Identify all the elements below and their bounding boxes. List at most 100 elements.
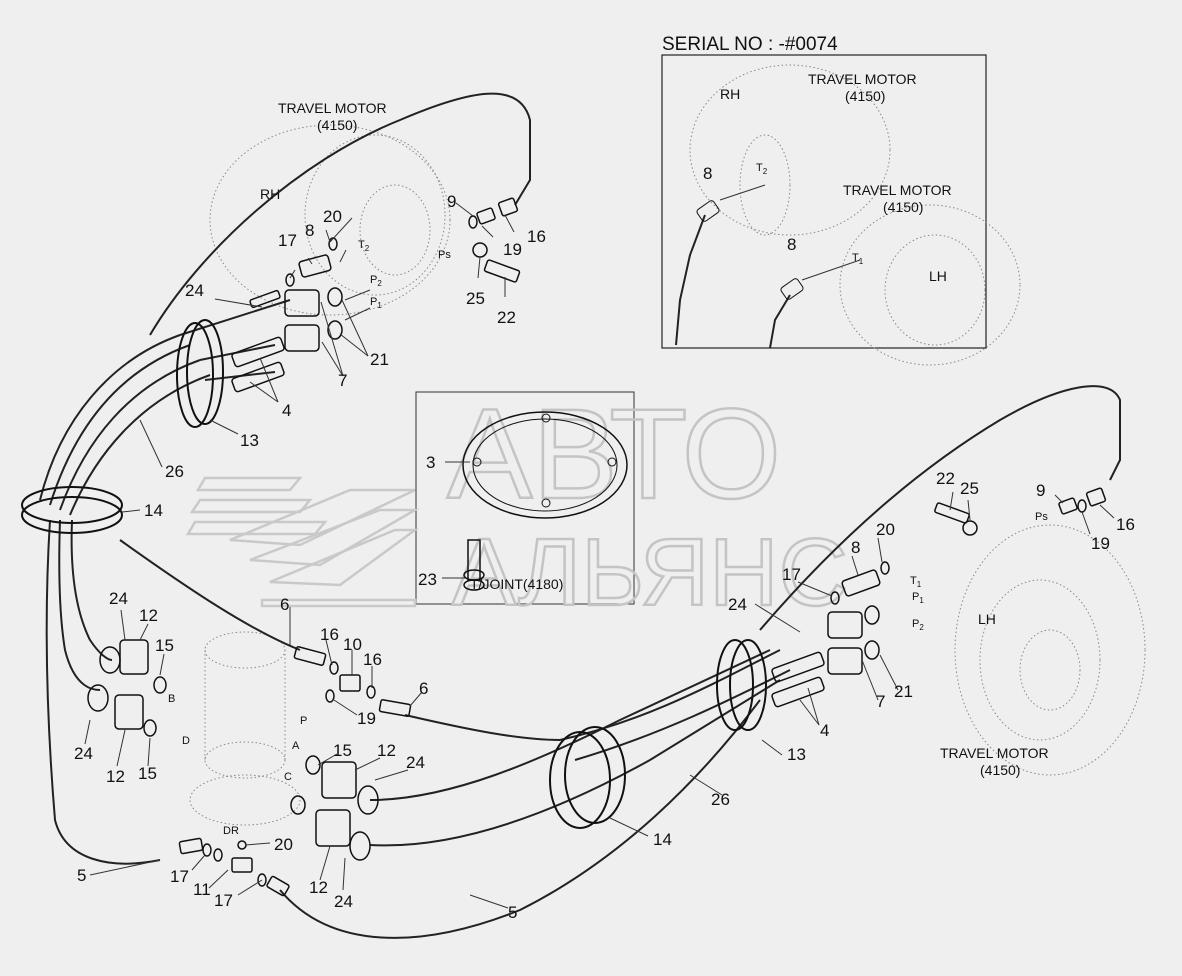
callout-17-bottom-b: 17	[214, 891, 233, 910]
callout-12-bottom: 12	[309, 878, 328, 897]
inset-lh-label: LH	[929, 268, 947, 284]
callout-24-bottom: 24	[334, 892, 353, 911]
inset-travel-motor-1-code: (4150)	[845, 88, 885, 104]
callout-9: 9	[447, 192, 456, 211]
callout-13-right: 13	[787, 745, 806, 764]
callout-21-right: 21	[894, 682, 913, 701]
callout-19-right: 19	[1091, 534, 1110, 553]
callout-20-bottom: 20	[274, 835, 293, 854]
port-b: B	[168, 693, 175, 705]
watermark-logo: АВТО АЛЬЯНС	[185, 382, 849, 627]
callout-4-right: 4	[820, 721, 829, 740]
callout-23: 23	[418, 570, 437, 589]
inset-travel-motor-2-code: (4150)	[883, 199, 923, 215]
travel-motor-main-code: (4150)	[317, 117, 357, 133]
port-a: A	[292, 740, 300, 752]
port-ps-right: Ps	[1035, 511, 1048, 523]
callout-5-right: 5	[508, 903, 517, 922]
callout-6-mid: 6	[419, 679, 428, 698]
callout-20: 20	[323, 207, 342, 226]
callout-10: 10	[343, 635, 362, 654]
port-p: P	[300, 715, 307, 727]
callout-17: 17	[278, 231, 297, 250]
callout-25-right: 25	[960, 479, 979, 498]
travel-motor-rh-outline	[209, 124, 451, 316]
lh-label: LH	[978, 611, 996, 627]
callout-3: 3	[426, 453, 435, 472]
callout-15-left-a: 15	[155, 636, 174, 655]
inset-port-t2: T2	[756, 162, 768, 176]
inset-drawing	[675, 64, 1021, 366]
port-p2: P2	[370, 274, 382, 288]
callout-14: 14	[144, 501, 163, 520]
callout-7-right: 7	[876, 692, 885, 711]
port-dr: DR	[223, 825, 239, 837]
swivel-joint-outline	[189, 631, 301, 826]
callout-24-mid: 24	[406, 753, 425, 772]
rh-label: RH	[260, 186, 280, 202]
callout-20-right: 20	[876, 520, 895, 539]
callout-15-left-b: 15	[138, 764, 157, 783]
callout-12-mid: 12	[377, 741, 396, 760]
callout-8-right: 8	[851, 538, 860, 557]
travel-motor-right-label: TRAVEL MOTOR	[940, 745, 1049, 761]
callout-26: 26	[165, 462, 184, 481]
clamp-bands	[21, 319, 767, 829]
serial-number-label: SERIAL NO : -#0074	[662, 34, 838, 55]
callout-24-left-b: 24	[74, 744, 93, 763]
inset-travel-motor-1-label: TRAVEL MOTOR	[808, 71, 917, 87]
cover-plate-3	[462, 411, 628, 519]
callout-22-right: 22	[936, 469, 955, 488]
fittings	[87, 197, 1107, 897]
callout-12-left-a: 12	[139, 606, 158, 625]
callout-15-mid: 15	[333, 741, 352, 760]
callout-6: 6	[280, 595, 289, 614]
callout-19: 19	[503, 240, 522, 259]
callout-7: 7	[338, 371, 347, 390]
callout-16-right: 16	[1116, 515, 1135, 534]
port-d: D	[182, 735, 190, 747]
callout-13: 13	[240, 431, 259, 450]
callout-25: 25	[466, 289, 485, 308]
callout-21: 21	[370, 350, 389, 369]
t-joint-23	[463, 539, 485, 591]
callout-5: 5	[77, 866, 86, 885]
callout-8-inset-b: 8	[787, 235, 796, 254]
callout-24-right: 24	[728, 595, 747, 614]
travel-motor-right-code: (4150)	[980, 762, 1020, 778]
serial-inset-box	[661, 54, 987, 349]
callout-14-right: 14	[653, 830, 672, 849]
callout-16: 16	[527, 227, 546, 246]
t-joint-label: T/JOINT(4180)	[470, 576, 563, 592]
port-ps-left: Ps	[438, 249, 451, 261]
callout-8-inset-a: 8	[703, 164, 712, 183]
port-t1-right: T1	[910, 575, 922, 589]
hose-runs	[39, 92, 1121, 939]
port-p1: P1	[370, 296, 382, 310]
callout-11: 11	[193, 880, 211, 899]
port-p2-right: P2	[912, 618, 924, 632]
callout-26-right: 26	[711, 790, 730, 809]
callout-19-mid: 19	[357, 709, 376, 728]
callout-17-right: 17	[782, 565, 801, 584]
callout-24-left-a: 24	[109, 589, 128, 608]
inset-port-t1: T1	[852, 252, 864, 266]
callout-9-right: 9	[1036, 481, 1045, 500]
callout-8: 8	[305, 221, 314, 240]
callout-16-mid-a: 16	[320, 625, 339, 644]
leader-lines	[84, 202, 1115, 909]
inset-travel-motor-2-label: TRAVEL MOTOR	[843, 182, 952, 198]
watermark-line1: АВТО	[447, 383, 781, 526]
port-c: C	[284, 771, 292, 783]
watermark-line2: АЛЬЯНС	[452, 519, 848, 626]
port-p1-right: P1	[912, 591, 924, 605]
port-t2: T2	[358, 239, 370, 253]
callout-24: 24	[185, 281, 204, 300]
travel-motor-lh-outline	[954, 524, 1146, 776]
inset-rh-label: RH	[720, 86, 740, 102]
callout-12-left-b: 12	[106, 767, 125, 786]
callout-22: 22	[497, 308, 516, 327]
callout-4: 4	[282, 401, 291, 420]
